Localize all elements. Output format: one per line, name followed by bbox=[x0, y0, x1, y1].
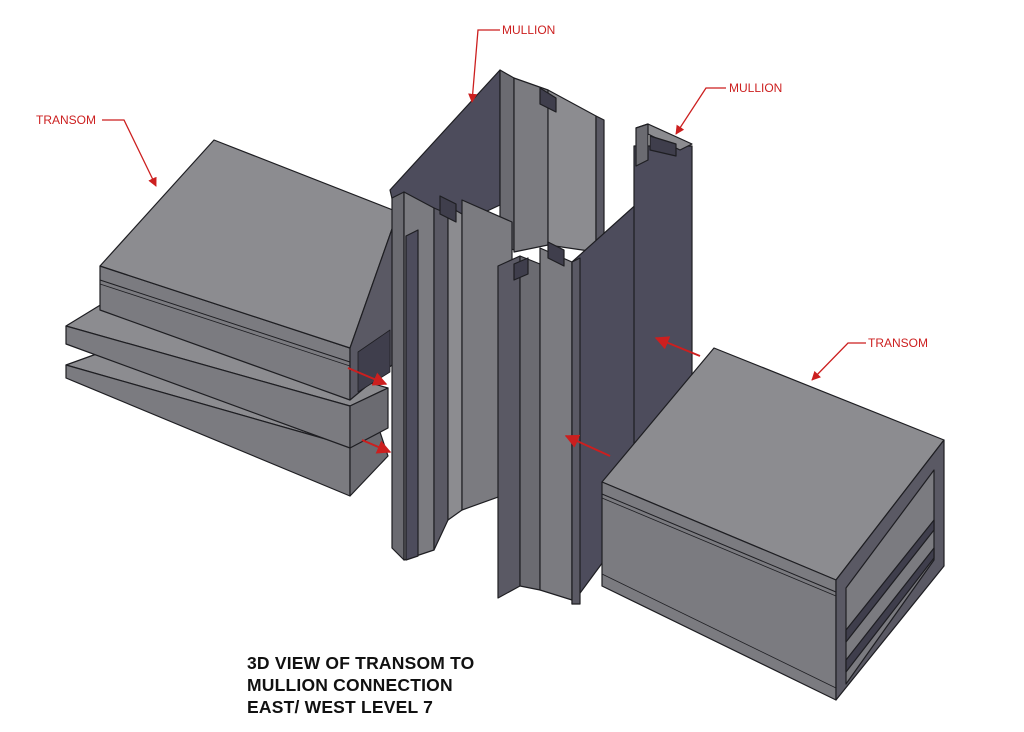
leader-transom-left bbox=[102, 119, 157, 187]
annotations bbox=[102, 29, 866, 457]
label-transom-right: TRANSOM bbox=[868, 336, 928, 350]
caption-line-3: EAST/ WEST LEVEL 7 bbox=[247, 697, 434, 717]
right-transom bbox=[601, 347, 945, 701]
leader-mullion-right bbox=[675, 87, 726, 135]
mullion-left-fin-1 bbox=[391, 191, 405, 561]
leader-mullion-top bbox=[468, 29, 500, 103]
mullion-left-fin-3 bbox=[405, 229, 419, 561]
left-transom-mid-strip-end bbox=[349, 387, 389, 449]
mullion-front-web bbox=[539, 247, 573, 601]
arrow-left-transom-lower bbox=[361, 439, 392, 454]
mullion-front-flange-face bbox=[519, 255, 541, 591]
arrow-right-transom-upper bbox=[654, 336, 701, 357]
mullion-left-fin-5 bbox=[447, 205, 463, 521]
label-mullion-top: MULLION bbox=[502, 23, 555, 37]
arrow-left-transom-upper bbox=[347, 367, 388, 386]
caption-line-2: MULLION CONNECTION bbox=[247, 675, 453, 695]
caption-line-1: 3D VIEW OF TRANSOM TO bbox=[247, 653, 475, 673]
mullion-left-fin-4 bbox=[433, 207, 449, 551]
label-transom-left: TRANSOM bbox=[36, 113, 96, 127]
label-mullion-right: MULLION bbox=[729, 81, 782, 95]
arrow-right-transom-lower bbox=[564, 434, 611, 457]
mullion-front-flange-left bbox=[497, 255, 521, 599]
left-transom bbox=[65, 139, 399, 497]
right-mullion bbox=[633, 123, 693, 471]
drawing-caption: 3D VIEW OF TRANSOM TO MULLION CONNECTION… bbox=[247, 652, 475, 718]
leader-transom-right bbox=[811, 342, 866, 381]
